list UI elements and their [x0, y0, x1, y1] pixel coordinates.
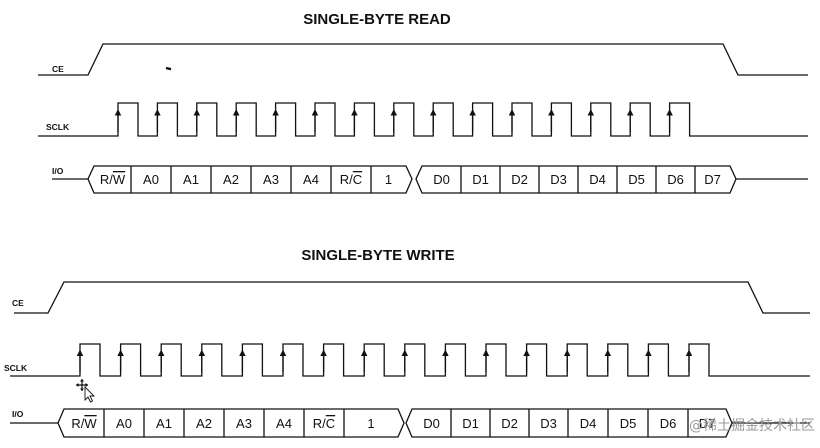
io-bit-cell: A0 [116, 416, 132, 431]
io-bit-cell: D1 [472, 172, 489, 187]
io-bit-cell: D5 [620, 416, 637, 431]
write-sclk-label: SCLK [4, 363, 28, 373]
write-data-bus [405, 408, 733, 438]
write-io-label: I/O [12, 409, 24, 419]
io-bit-cell: D0 [423, 416, 440, 431]
read-ce-waveform [38, 43, 808, 76]
io-bit-cell: D3 [550, 172, 567, 187]
cursor-move-icon [76, 379, 96, 403]
io-bit-cell: A3 [263, 172, 279, 187]
read-data-cells: D0 D1 D2 D3 D4 D5 D6 D7 [433, 172, 721, 187]
io-bit-cell: A2 [223, 172, 239, 187]
read-data-bus [415, 165, 737, 194]
io-bit-cell: D7 [704, 172, 721, 187]
io-bit-cell: D7 [699, 416, 716, 431]
io-bit-cell: 1 [385, 172, 392, 187]
write-sclk-waveform [10, 343, 810, 377]
read-diagram-title: SINGLE-BYTE READ [303, 11, 451, 28]
read-address-bus [87, 165, 413, 194]
watermark: @稀土掘金技术社区 [689, 418, 815, 434]
io-bit-cell: A4 [276, 416, 292, 431]
read-io-label: I/O [52, 166, 64, 176]
write-ce-label: CE [12, 298, 24, 308]
io-bit-cell: D4 [580, 416, 597, 431]
io-control-bit-cell: R/C [340, 172, 362, 187]
io-control-bit-cell: R/W [71, 416, 97, 431]
io-bit-cell: D2 [501, 416, 518, 431]
io-bit-cell: A2 [196, 416, 212, 431]
read-diagram: SINGLE-BYTE READ CE SCLK I/O R/W A0 A1 A2 A3… [38, 11, 808, 194]
write-address-cells: R/W A0 A1 A2 A3 A4 R/C 1 [71, 416, 374, 431]
write-address-dividers [103, 409, 345, 437]
read-sclk-arrows [114, 109, 673, 132]
io-bit-cell: D1 [462, 416, 479, 431]
io-bit-cell: A0 [143, 172, 159, 187]
io-bit-cell: D5 [628, 172, 645, 187]
io-bit-cell: D4 [589, 172, 606, 187]
read-address-dividers [130, 166, 372, 193]
io-bit-cell: D6 [667, 172, 684, 187]
write-diagram: SINGLE-BYTE WRITE CE SCLK I/O R/W A0 A1 A2 A… [4, 247, 810, 438]
io-bit-cell: D0 [433, 172, 450, 187]
write-ce-waveform [14, 281, 810, 314]
cursor-mark [165, 66, 172, 71]
write-data-dividers [450, 409, 689, 437]
io-bit-cell: A1 [156, 416, 172, 431]
io-bit-cell: 1 [367, 416, 374, 431]
write-address-bus [57, 408, 405, 438]
io-control-bit-cell: R/W [100, 172, 126, 187]
read-data-dividers [460, 166, 696, 193]
read-sclk-label: SCLK [46, 122, 70, 132]
io-bit-cell: D2 [511, 172, 528, 187]
io-bit-cell: A4 [303, 172, 319, 187]
io-bit-cell: A1 [183, 172, 199, 187]
read-sclk-waveform [38, 102, 808, 137]
io-bit-cell: A3 [236, 416, 252, 431]
read-ce-label: CE [52, 64, 64, 74]
write-data-cells: D0 D1 D2 D3 D4 D5 D6 D7 [423, 416, 715, 431]
io-bit-cell: D3 [540, 416, 557, 431]
io-bit-cell: D6 [660, 416, 677, 431]
io-control-bit-cell: R/C [313, 416, 335, 431]
read-address-cells: R/W A0 A1 A2 A3 A4 R/C 1 [100, 172, 392, 187]
write-sclk-arrows [76, 349, 693, 372]
write-diagram-title: SINGLE-BYTE WRITE [301, 247, 454, 264]
